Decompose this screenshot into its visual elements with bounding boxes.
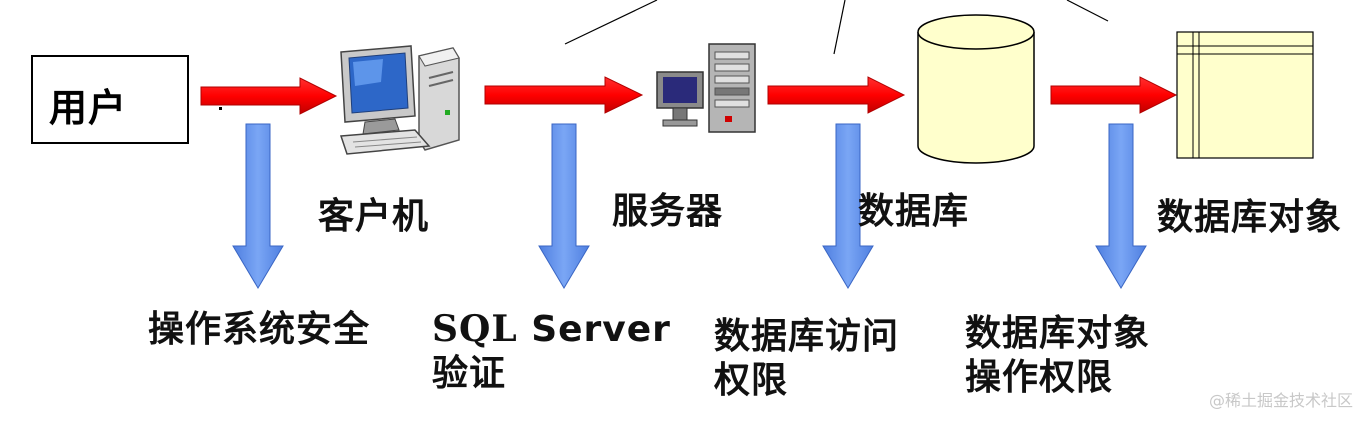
security-label-sql-server: Server [517, 309, 671, 350]
security-label-db-access-line1: 数据库访问 [714, 316, 900, 357]
client-computer-icon [339, 45, 460, 155]
dot [219, 107, 222, 110]
watermark: @稀土掘金技术社区 [1208, 391, 1353, 410]
node-label-client: 客户机 [318, 196, 430, 237]
flow-arrow-user-client [200, 77, 338, 115]
security-label-db-access: 数据库访问 权限 [714, 315, 899, 403]
security-arrow-os [232, 123, 284, 289]
security-label-db-object-line2: 操作权限 [965, 356, 1114, 398]
security-label-sql: SQL Server 验证 [432, 308, 671, 396]
security-label-db-object: 数据库对象 操作权限 [965, 312, 1150, 400]
node-label-database: 数据库 [858, 191, 970, 232]
database-cylinder-icon [917, 14, 1035, 164]
security-label-db-access-line2: 权限 [714, 359, 789, 401]
flow-arrow-client-server [484, 76, 644, 114]
security-arrow-db-object [1095, 123, 1147, 289]
security-label-sql-line2: 验证 [432, 352, 507, 394]
security-label-os-line1: 操作系统安全 [148, 309, 371, 350]
security-label-os: 操作系统安全 [148, 308, 370, 352]
security-label-sql-line1: SQL Server [432, 308, 671, 352]
user-label: 用户 [49, 86, 128, 130]
user-box: 用户 [31, 55, 189, 144]
security-label-db-object-line1: 数据库对象 [965, 313, 1151, 354]
flow-arrow-server-database [767, 76, 906, 114]
node-label-db-object: 数据库对象 [1157, 197, 1343, 238]
server-icon [656, 43, 756, 133]
security-arrow-sql [538, 123, 590, 289]
database-table-icon [1176, 31, 1314, 159]
flow-arrow-database-object [1050, 76, 1178, 114]
security-label-sql-keyword: SQL [432, 308, 518, 350]
security-arrow-db-access [822, 123, 874, 289]
node-label-server: 服务器 [612, 191, 724, 232]
